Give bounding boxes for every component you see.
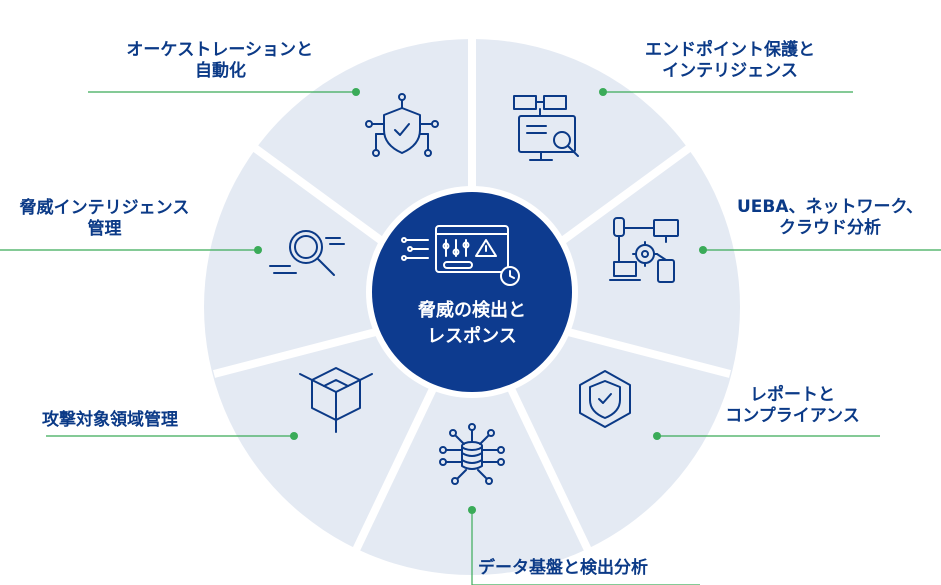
hexagon-shield-icon <box>579 370 631 428</box>
monitor-magnifier-icon <box>513 95 579 161</box>
label-line1: UEBA、ネットワーク、 <box>736 197 923 217</box>
database-network-icon <box>439 423 505 485</box>
label-line1: オーケストレーションと <box>126 40 313 60</box>
label-data: データ基盤と検出分析 <box>478 558 703 579</box>
label-line1: 脅威インテリジェンス <box>19 198 190 218</box>
center-title-line1: 脅威の検出と <box>418 300 526 321</box>
center-title-line2: レスポンス <box>427 326 517 347</box>
label-line2: 管理 <box>87 219 122 239</box>
label-endpoint: エンドポイント保護と インテリジェンス <box>620 40 840 82</box>
label-attack: 攻撃対象領域管理 <box>42 410 242 431</box>
label-line1: データ基盤と検出分析 <box>478 558 648 578</box>
center-circle <box>372 192 572 392</box>
label-line2: インテリジェンス <box>662 61 798 81</box>
label-ueba: UEBA、ネットワーク、 クラウド分析 <box>725 197 935 239</box>
leader-lines <box>0 88 941 585</box>
label-line1: 攻撃対象領域管理 <box>42 410 178 430</box>
label-line1: エンドポイント保護と <box>645 40 815 60</box>
center-title: 脅威の検出と レスポンス <box>372 298 572 350</box>
label-line2: クラウド分析 <box>779 218 881 238</box>
label-line2: コンプライアンス <box>725 406 860 426</box>
label-line1: レポートと <box>750 385 835 405</box>
label-orchestration: オーケストレーションと 自動化 <box>88 40 313 82</box>
ring-dividers <box>212 30 732 552</box>
network-gear-icon <box>609 217 679 283</box>
label-line2: 自動化 <box>195 61 246 81</box>
dashboard-alert-icon <box>401 225 520 286</box>
cube-icon <box>299 367 373 433</box>
magnifier-icon <box>269 230 345 276</box>
label-report: レポートと コンプライアンス <box>700 385 885 427</box>
label-threat: 脅威インテリジェンス 管理 <box>2 198 207 240</box>
shield-network-icon <box>365 93 439 157</box>
